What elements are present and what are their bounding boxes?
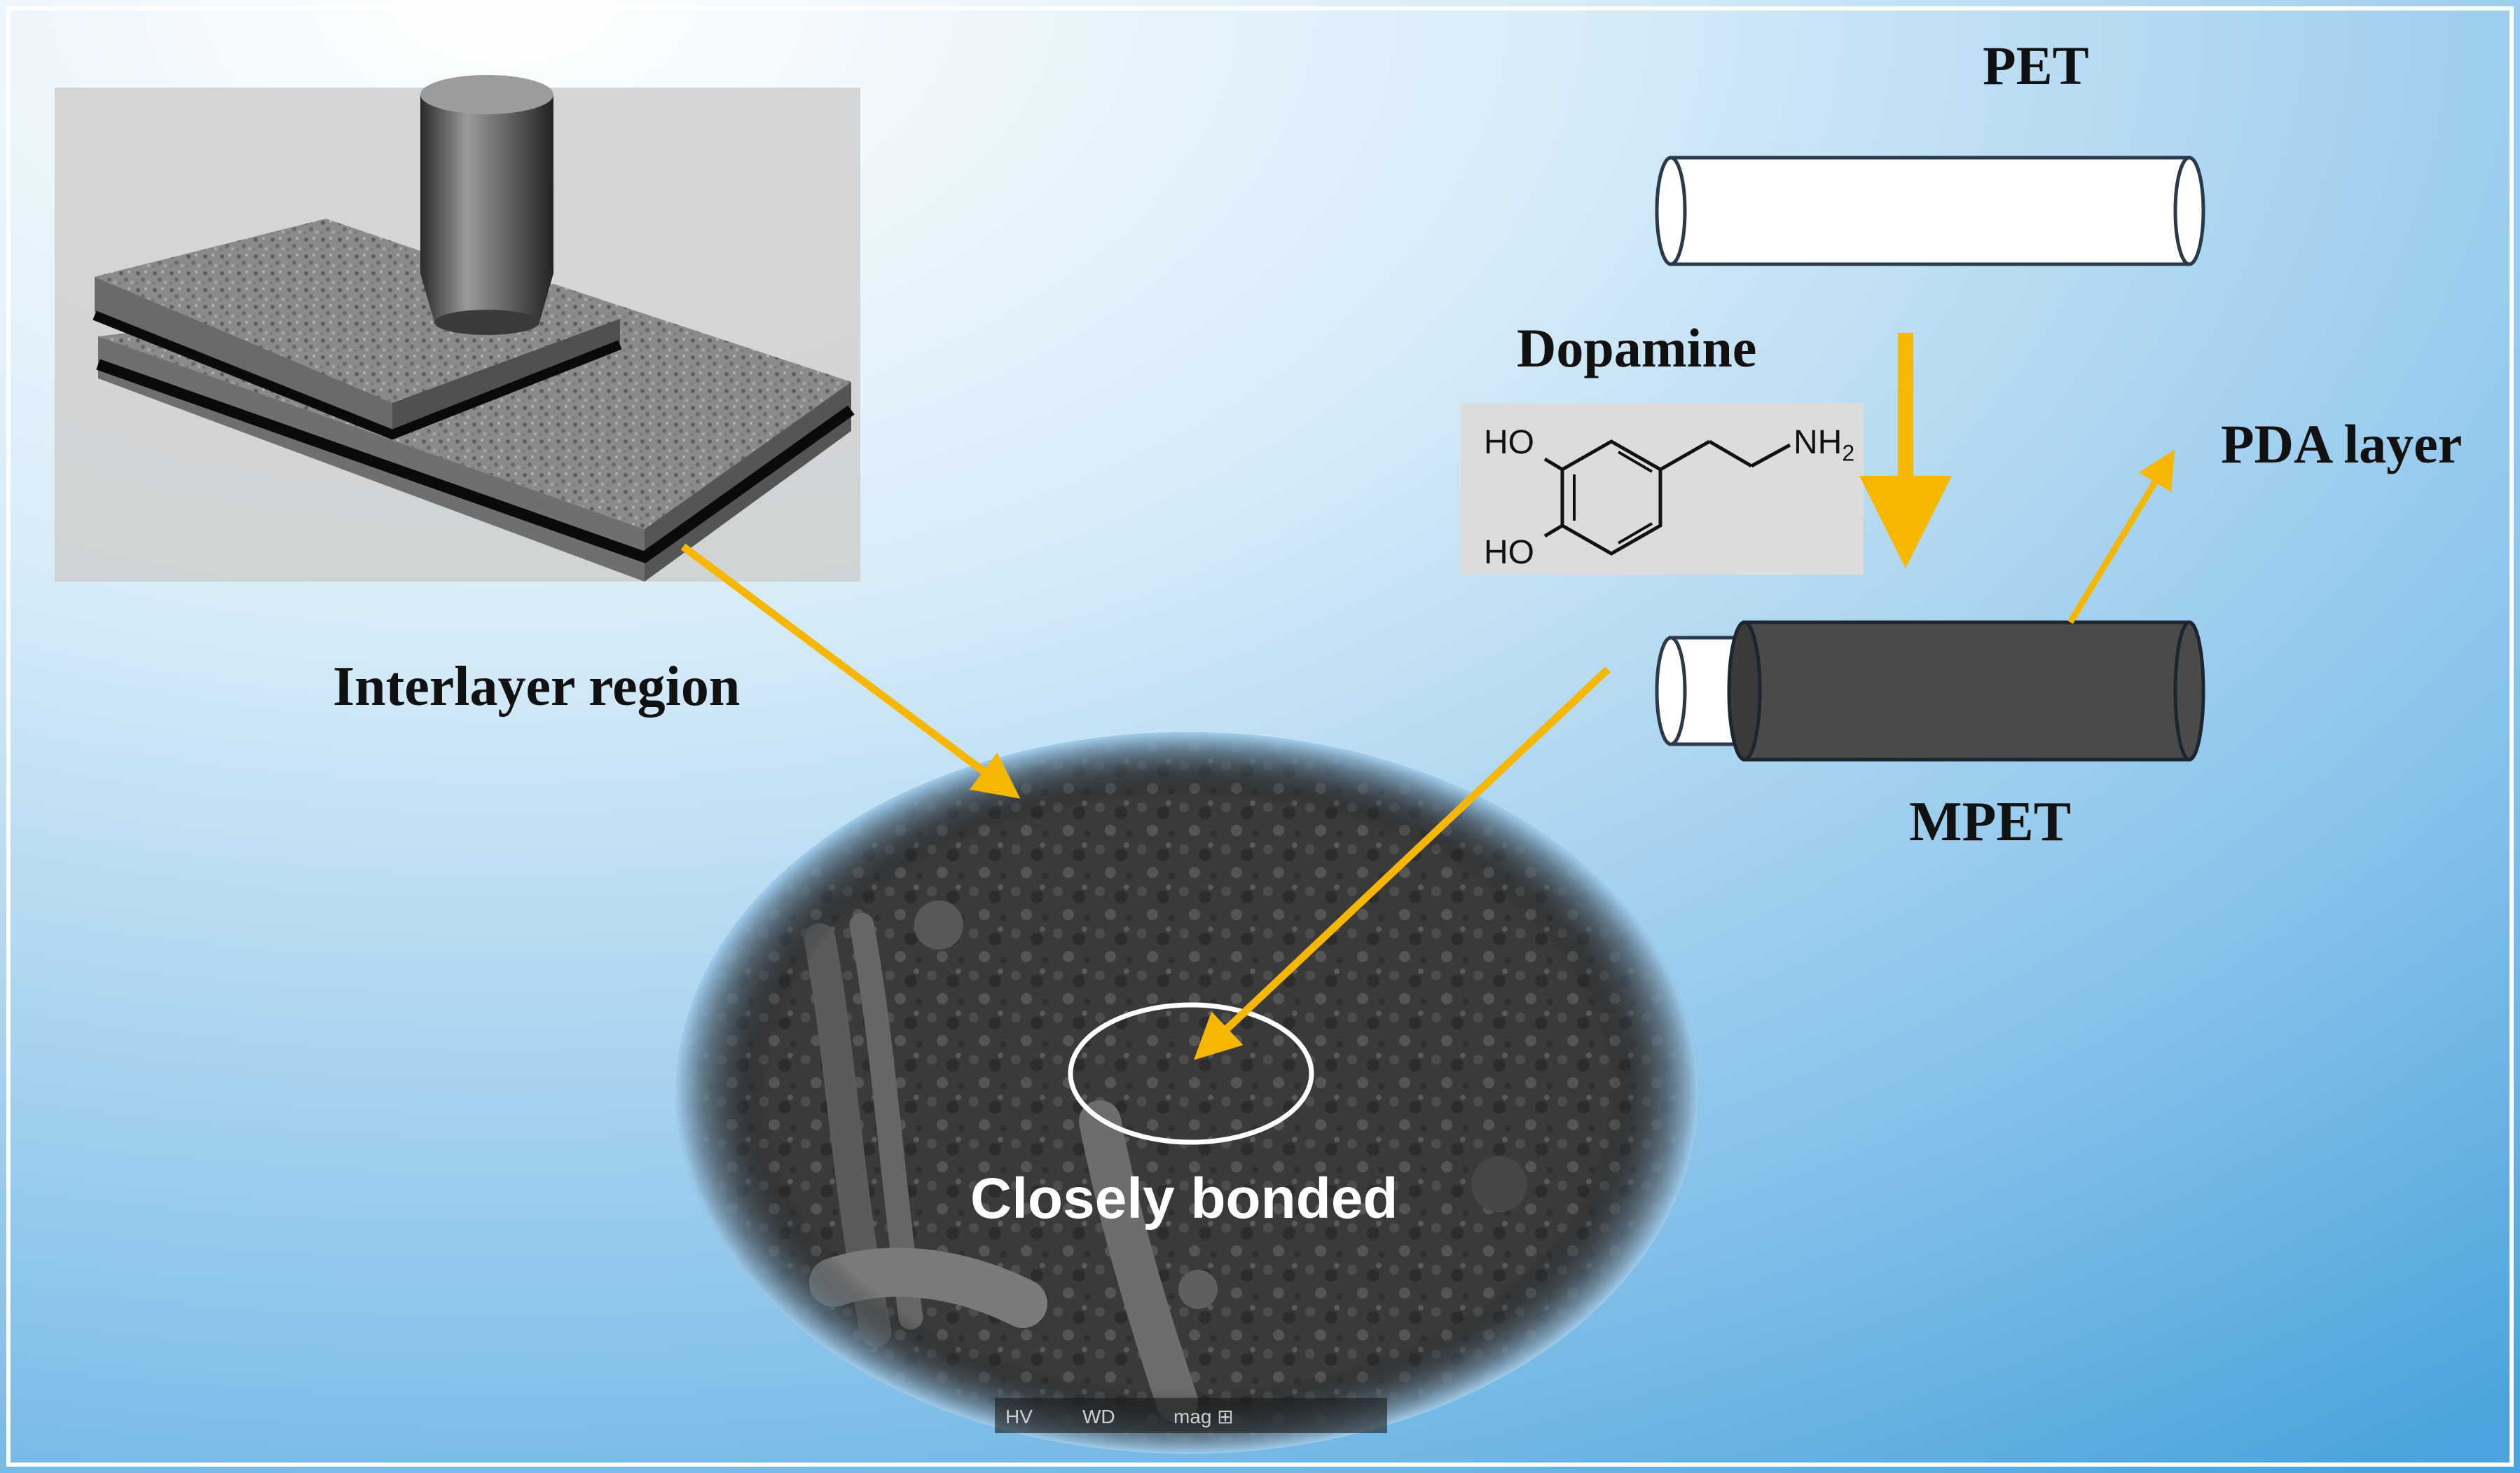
mpet-label: MPET	[1909, 791, 2072, 853]
pet-label: PET	[1983, 35, 2089, 96]
frame-border	[6, 6, 2514, 1467]
pda-layer-label: PDA layer	[2221, 413, 2463, 474]
hydroxyl-top-label: HO	[1484, 424, 1534, 461]
bonded-region-highlight	[1068, 1002, 1314, 1145]
sem-hv-label: HV	[1005, 1406, 1033, 1427]
pet-fiber	[1655, 156, 2205, 266]
sem-mag-label: mag ⊞	[1173, 1406, 1234, 1427]
arrow-pda-layer	[2067, 449, 2175, 624]
closely-bonded-label: Closely bonded	[970, 1167, 1398, 1231]
arrow-interlayer-to-sem	[680, 543, 1021, 799]
amine-subscript: 2	[1842, 440, 1855, 466]
sem-image	[676, 732, 1699, 1454]
specimen-illustration	[55, 75, 860, 582]
arrow-mpet-to-bond	[1193, 666, 1611, 1060]
mpet-fiber	[1655, 620, 2205, 762]
dopamine-structure	[1461, 403, 1864, 575]
sem-wd-label: WD	[1082, 1406, 1115, 1427]
dopamine-label: Dopamine	[1517, 317, 1757, 378]
amine-text: NH	[1793, 424, 1843, 461]
amine-label: NH2	[1793, 426, 1854, 465]
hydroxyl-bottom-label: HO	[1484, 534, 1534, 571]
interlayer-region-label: Interlayer region	[333, 656, 741, 718]
